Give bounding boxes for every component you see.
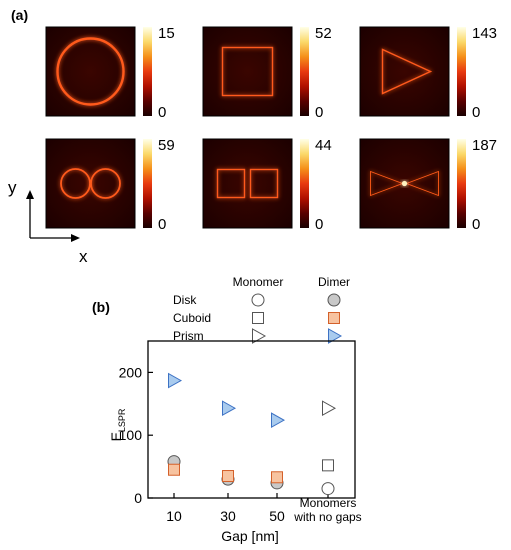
point-prism-dimer [222,400,237,417]
legend-prism-monomer-marker [252,328,267,344]
y-tick-label: 0 [134,490,142,506]
cuboid-dimer-left [216,168,246,199]
cuboid-outline [221,46,274,97]
x-tick-label: Monomers [300,496,357,510]
colorbar [300,27,309,116]
colorbar-max-label: 15 [158,25,175,42]
colorbar [143,27,152,116]
colorbar-max-label: 187 [472,137,497,154]
y-arrow-head-icon [26,190,34,199]
legend-markers [251,293,343,344]
x-tick-label: 30 [220,508,236,524]
colorbar-min-label: 0 [315,216,323,233]
colorbar-max-label: 59 [158,137,175,154]
legend-cuboid-dimer-marker [328,312,340,324]
point-disk-monomer [321,482,335,496]
legend-row-prism: Prism [173,329,204,343]
colorbar-min-label: 0 [158,216,166,233]
map-cuboid-dimer: 44 0 [202,137,332,233]
point-prism-dimer [168,372,183,389]
legend: Monomer Dimer Disk Cuboid Prism [173,275,350,344]
colorbar-max-label: 143 [472,25,497,42]
svg-text:ELSPR: ELSPR [108,408,127,441]
legend-row-disk: Disk [173,293,197,307]
y-axis-title-main: E [108,432,124,441]
colorbar [300,139,309,228]
y-tick-label: 200 [119,364,143,380]
map-background [359,26,450,117]
colorbar [457,27,466,116]
legend-row-cuboid: Cuboid [173,311,211,325]
point-cuboid-dimer [222,470,234,483]
axis-x-label: x [79,247,88,266]
prism-dimer-right [405,170,439,197]
colorbar-min-label: 0 [472,216,480,233]
colorbar-min-label: 0 [315,104,323,121]
point-prism-dimer [271,412,286,428]
colorbar [143,139,152,228]
y-tick-label: 100 [119,427,143,443]
y-axis-title: ELSPR [108,408,127,441]
point-cuboid-monomer [322,459,334,472]
point-cuboid-dimer [168,463,180,476]
data-points [167,372,337,496]
map-disk-monomer: 15 0 [45,25,175,121]
colorbar-min-label: 0 [472,104,480,121]
disk-dimer-right [90,168,121,199]
cuboid-dimer-right [249,168,279,199]
prism-dimer-left [370,170,404,197]
x-tick-label: 10 [166,508,182,524]
axis-y-label: y [8,178,17,197]
legend-disk-dimer-marker [327,293,341,307]
axes-indicator: y x [8,178,88,266]
disk-outline [56,37,125,106]
map-prism-monomer: 143 0 [359,25,497,121]
point-cuboid-dimer [271,471,283,484]
x-arrow-head-icon [71,234,80,242]
map-disk-dimer: 59 0 [45,137,175,233]
map-background [45,26,136,117]
prism-gap-hotspot [401,180,408,187]
point-prism-monomer [322,400,337,417]
x-tick-label: with no gaps [293,510,361,524]
legend-col-dimer: Dimer [318,275,350,289]
map-background [202,26,293,117]
legend-prism-dimer-marker [328,328,343,344]
y-ticks: 0 100 200 [119,364,153,506]
colorbar-max-label: 44 [315,137,332,154]
plot-frame [147,340,356,499]
disk-dimer-left [60,168,91,199]
colorbar-min-label: 0 [158,104,166,121]
legend-col-monomer: Monomer [233,275,284,289]
panel-a-label: (a) [11,7,28,23]
legend-disk-monomer-marker [251,293,265,307]
x-tick-label: 50 [269,508,285,524]
panel-b-label: (b) [92,299,110,315]
colorbar-max-label: 52 [315,25,332,42]
y-axis-title-sub: LSPR [117,408,127,432]
legend-cuboid-monomer-marker [252,312,264,324]
x-axis-title: Gap [nm] [221,528,279,544]
prism-outline [381,48,433,95]
colorbar [457,139,466,228]
map-cuboid-monomer: 52 0 [202,25,332,121]
